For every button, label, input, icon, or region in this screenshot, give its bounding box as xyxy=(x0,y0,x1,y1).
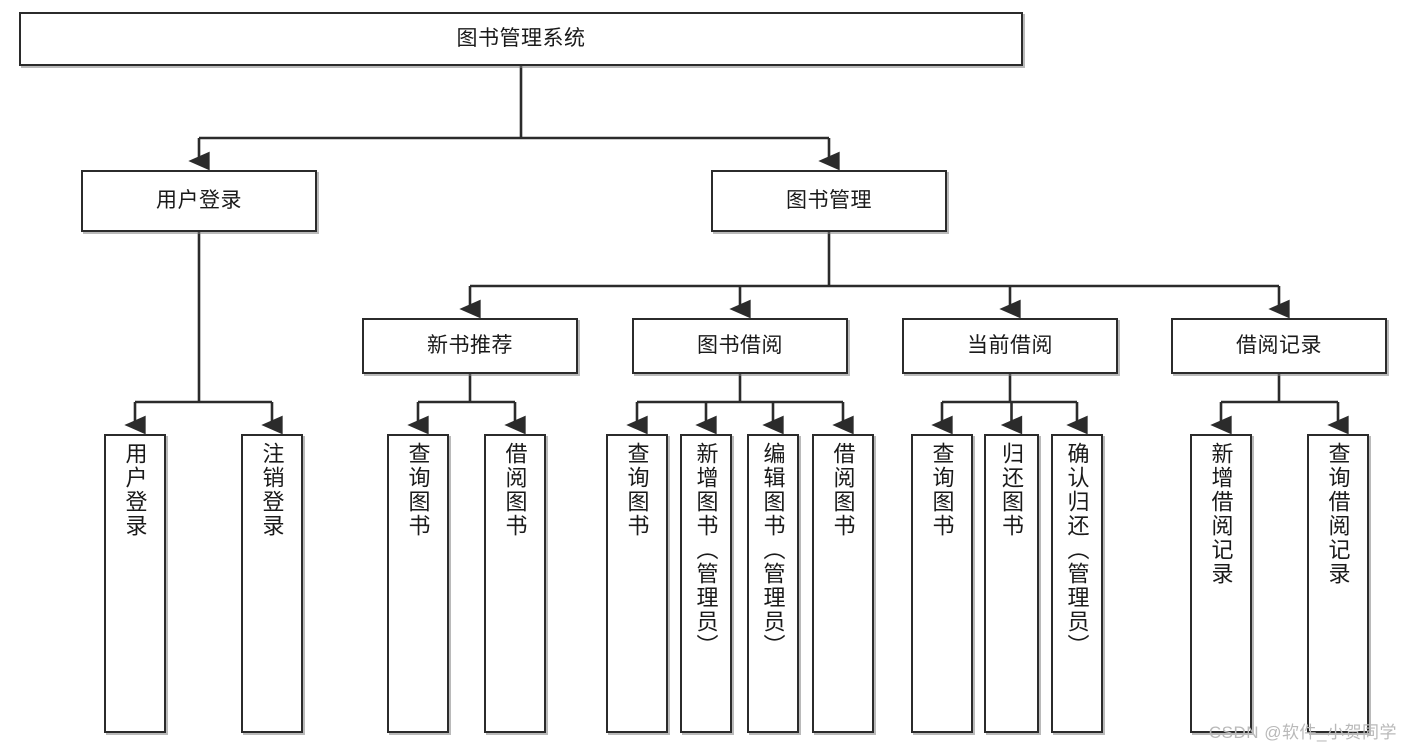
node-leaf-borrow-book-2[interactable]: 借阅图书 xyxy=(812,434,874,733)
node-leaf-query-record[interactable]: 查询借阅记录 xyxy=(1307,434,1369,733)
node-leaf-query-book-2[interactable]: 查询图书 xyxy=(606,434,668,733)
node-label: 图书管理 xyxy=(786,188,872,212)
node-leaf-borrow-book-1[interactable]: 借阅图书 xyxy=(484,434,546,733)
node-label: 归还图书 xyxy=(999,442,1025,538)
node-label: 用户登录 xyxy=(156,188,242,212)
node-label: 图书管理系统 xyxy=(456,26,586,50)
node-leaf-add-book[interactable]: 新增图书（管理员） xyxy=(680,434,732,733)
node-leaf-query-book-3[interactable]: 查询图书 xyxy=(911,434,973,733)
watermark: CSDN @软件_小贺同学 xyxy=(1208,723,1397,742)
node-label: 确认归还（管理员） xyxy=(1064,442,1090,658)
node-user-login[interactable]: 用户登录 xyxy=(81,170,317,232)
node-book-borrow[interactable]: 图书借阅 xyxy=(632,318,848,374)
node-leaf-edit-book[interactable]: 编辑图书（管理员） xyxy=(747,434,799,733)
node-leaf-return-book[interactable]: 归还图书 xyxy=(984,434,1039,733)
node-label: 查询图书 xyxy=(624,442,650,538)
node-label: 查询借阅记录 xyxy=(1325,442,1351,586)
node-leaf-user-login[interactable]: 用户登录 xyxy=(104,434,166,733)
node-leaf-add-record[interactable]: 新增借阅记录 xyxy=(1190,434,1252,733)
node-label: 新增图书（管理员） xyxy=(693,442,719,658)
node-book-manage[interactable]: 图书管理 xyxy=(711,170,947,232)
node-current-borrow[interactable]: 当前借阅 xyxy=(902,318,1118,374)
node-label: 新书推荐 xyxy=(427,333,513,357)
node-leaf-query-book-1[interactable]: 查询图书 xyxy=(387,434,449,733)
node-label: 查询图书 xyxy=(929,442,955,538)
node-new-book-rec[interactable]: 新书推荐 xyxy=(362,318,578,374)
node-root-root[interactable]: 图书管理系统 xyxy=(19,12,1023,66)
node-leaf-user-logout[interactable]: 注销登录 xyxy=(241,434,303,733)
node-label: 图书借阅 xyxy=(697,333,783,357)
node-label: 新增借阅记录 xyxy=(1208,442,1234,586)
node-label: 查询图书 xyxy=(405,442,431,538)
node-label: 注销登录 xyxy=(259,442,285,538)
node-label: 当前借阅 xyxy=(967,333,1053,357)
node-label: 编辑图书（管理员） xyxy=(760,442,786,658)
node-leaf-confirm-return[interactable]: 确认归还（管理员） xyxy=(1051,434,1103,733)
node-label: 借阅图书 xyxy=(830,442,856,538)
node-label: 借阅记录 xyxy=(1236,333,1322,357)
node-label: 用户登录 xyxy=(122,442,148,538)
node-borrow-record[interactable]: 借阅记录 xyxy=(1171,318,1387,374)
node-label: 借阅图书 xyxy=(502,442,528,538)
